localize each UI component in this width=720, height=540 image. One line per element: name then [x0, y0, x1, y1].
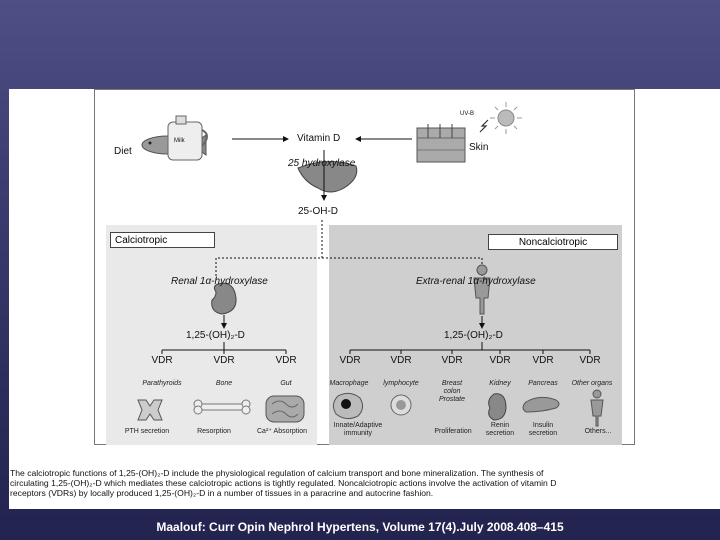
effect-line: secretion: [485, 430, 515, 437]
vdr-label: VDR: [532, 355, 554, 366]
pancreas-icon: [522, 396, 560, 413]
tissue-label: Other organs: [571, 380, 613, 387]
milk-jug-icon: [167, 115, 208, 161]
effect-label: Others...: [584, 428, 612, 435]
human-figure-icon: [590, 389, 604, 427]
kidney-icon: [211, 282, 237, 315]
vdr-label: VDR: [579, 355, 601, 366]
tissue-line: colon: [443, 388, 461, 395]
lymphocyte-icon: [390, 394, 412, 416]
effect-line: Innate/Adaptive: [333, 422, 383, 429]
tissue-label: lymphocyte: [383, 380, 419, 387]
skin-icon: [416, 124, 466, 163]
hydroxylase-25-label: 25 hydroxylase: [288, 158, 356, 169]
bone-icon: [193, 399, 251, 415]
caption-line: receptors (VDRs) by locally produced 1,2…: [10, 488, 434, 498]
vdr-label: VDR: [151, 355, 173, 366]
effect-label: PTH secretion: [124, 428, 170, 435]
active-vitd-left-label: 1,25-(OH)₂-D: [186, 330, 245, 341]
effect-line: secretion: [528, 430, 558, 437]
sun-icon: [479, 102, 522, 134]
vdr-label: VDR: [339, 355, 361, 366]
vdr-label: VDR: [275, 355, 297, 366]
renal-hydroxylase-label: Renal 1α-hydroxylase: [171, 276, 268, 287]
liver-icon: [297, 161, 358, 193]
tissue-label: Gut: [280, 380, 292, 387]
milk-label: Milk: [174, 138, 185, 144]
effect-label: Proliferation: [434, 428, 472, 435]
uvb-label: UV-B: [460, 111, 475, 117]
calciotropic-tag: Calciotropic: [110, 232, 215, 248]
tissue-line: Breast: [441, 380, 463, 387]
extrarenal-hydroxylase-label: Extra-renal 1α-hydroxylase: [416, 276, 536, 287]
effect-line: immunity: [343, 430, 372, 437]
tissue-label: Bone: [215, 380, 233, 387]
effect-line: Insulin: [532, 422, 554, 429]
tissue-label: Pancreas: [528, 380, 558, 387]
citation-text: Maalouf: Curr Opin Nephrol Hypertens, Vo…: [156, 520, 564, 534]
noncalciotropic-tag: Noncalciotropic: [488, 234, 618, 250]
caption-line: circulating 1,25-(OH)₂-D which mediates …: [10, 478, 557, 488]
effect-label: Insulin secretion: [521, 422, 565, 438]
tissue-label: Parathyroids: [142, 380, 182, 387]
vdr-label: VDR: [390, 355, 412, 366]
noncalciotropic-zone: [329, 225, 622, 445]
tissue-label: Macrophage: [329, 380, 369, 387]
tissue-label: Breast colon Prostate: [427, 380, 477, 404]
tissue-line: Prostate: [438, 396, 466, 403]
effect-label: Innate/Adaptive immunity: [330, 422, 386, 438]
tissue-label: Kidney: [489, 380, 511, 387]
macrophage-icon: [332, 392, 364, 420]
person-icon: [473, 264, 491, 315]
vdr-label: VDR: [213, 355, 235, 366]
figure-caption: The calciotropic functions of 1,25-(OH)₂…: [10, 468, 720, 498]
gut-icon: [265, 395, 305, 423]
effect-line: Renin: [490, 422, 510, 429]
vdr-label: VDR: [441, 355, 463, 366]
diet-label: Diet: [114, 146, 132, 157]
caption-line: The calciotropic functions of 1,25-(OH)₂…: [10, 468, 544, 478]
skin-label: Skin: [469, 142, 489, 153]
metabolite-25oh-label: 25-OH-D: [298, 206, 339, 217]
parathyroid-icon: [137, 399, 163, 421]
effect-label: Ca²⁺ Absorption: [257, 428, 307, 435]
active-vitd-right-label: 1,25-(OH)₂-D: [444, 330, 503, 341]
vdr-label: VDR: [489, 355, 511, 366]
effect-label: Renin secretion: [478, 422, 522, 438]
effect-label: Resorption: [197, 428, 231, 435]
kidney-small-icon: [488, 393, 507, 421]
vitamin-d-label: Vitamin D: [297, 133, 341, 144]
